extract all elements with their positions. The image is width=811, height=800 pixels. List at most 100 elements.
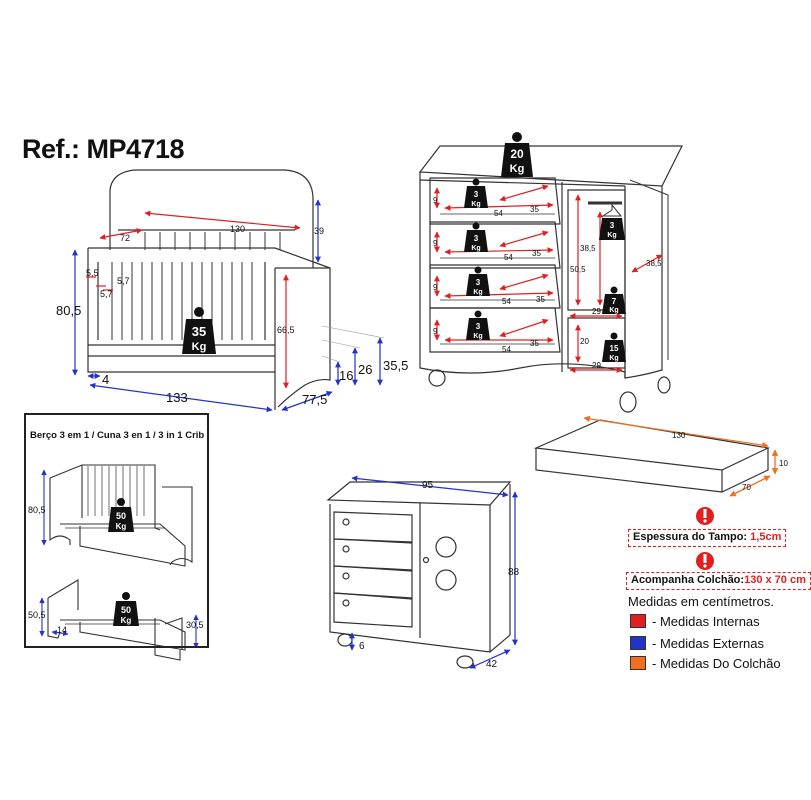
inset-title: Berço 3 em 1 / Cuna 3 en 1 / 3 in 1 Crib <box>30 430 205 441</box>
drawer-2-weight-icon: 3 Kg <box>464 222 488 252</box>
mattress-width: 70 <box>742 483 751 492</box>
mattress-included-note: Acompanha Colchão:130 x 70 cm <box>626 572 811 590</box>
mattress-labels: 130 70 10 <box>672 431 788 492</box>
legend-external: - Medidas Externas <box>630 636 764 654</box>
dresser-closed-drawing <box>326 481 512 669</box>
bed-weight-value: 50 <box>121 605 131 615</box>
drawer-4-depth: 35 <box>530 339 539 348</box>
cabinet-shelf-width-a: 29 <box>592 307 601 316</box>
drawer-3-weight-unit: Kg <box>473 289 482 296</box>
bottom-weight-icon: 15 Kg <box>602 332 626 362</box>
drawer-3-weight-value: 3 <box>476 278 481 287</box>
bed-leg: 14 <box>57 625 67 635</box>
drawer-2-weight-value: 3 <box>474 234 479 243</box>
crib-drawer-height: 16 <box>339 368 353 383</box>
bed-height-a: 50,5 <box>28 610 46 620</box>
crib-drawing <box>87 169 331 410</box>
daybed-weight-value: 50 <box>116 511 126 521</box>
daybed-drawing <box>49 464 193 567</box>
rod-weight-icon: 3 Kg <box>599 218 625 240</box>
crib-outer-length: 133 <box>166 390 188 405</box>
mattress-included-label: Acompanha Colchão: <box>631 574 745 586</box>
crib-inner-width: 72 <box>120 233 130 243</box>
crib-slat-gap-b: 5,7 <box>117 276 130 286</box>
reference-title: Ref.: MP4718 <box>22 134 185 164</box>
mattress-length: 130 <box>672 431 686 440</box>
legend-mattress-swatch <box>630 656 646 670</box>
legend-external-swatch <box>630 636 646 650</box>
mattress-drawing <box>533 419 770 493</box>
drawer-3-height: 9 <box>433 283 438 292</box>
closed-dresser-width: 95 <box>422 480 434 491</box>
crib-weight-value: 35 <box>192 324 206 339</box>
drawer-3-weight-icon: 3 Kg <box>466 266 490 296</box>
crib-slat-gap-c: 5,7 <box>100 289 113 299</box>
crib-dimension-labels: 130 72 39 5,5 5,7 5,7 66,5 80,5 4 133 77… <box>56 224 408 407</box>
closed-dresser-height: 88 <box>508 567 520 578</box>
drawer-1-weight-icon: 3 Kg <box>464 178 488 208</box>
cabinet-depth: 38,5 <box>646 259 662 268</box>
legend-internal-label: - Medidas Internas <box>652 614 760 629</box>
bottom-weight-unit: Kg <box>609 355 618 362</box>
bottom-weight-value: 15 <box>610 344 619 353</box>
drawer-1-weight-value: 3 <box>474 190 479 199</box>
legend-external-label: - Medidas Externas <box>652 636 764 651</box>
drawer-4-weight-value: 3 <box>476 322 481 331</box>
dresser-open-drawing <box>418 145 683 413</box>
drawer-1-weight-unit: Kg <box>471 201 480 208</box>
units-note: Medidas em centímetros. <box>628 594 774 609</box>
crib-base-offset: 4 <box>102 372 109 387</box>
dresser-top-weight-icon: 20 Kg <box>501 132 533 177</box>
crib-bed-height: 66,5 <box>277 325 295 335</box>
legend-mattress: - Medidas Do Colchão <box>630 656 781 674</box>
crib-headboard-height: 39 <box>314 226 324 236</box>
cabinet-hang-height: 38,5 <box>580 244 596 253</box>
shelf-weight-unit: Kg <box>609 307 618 314</box>
rod-weight-value: 3 <box>610 221 615 230</box>
drawer-4-weight-icon: 3 Kg <box>466 310 490 340</box>
closed-dresser-depth: 42 <box>486 659 498 670</box>
dresser-open-labels: 9 54 35 9 54 35 9 54 35 9 54 35 38,5 50,… <box>433 196 662 370</box>
drawer-3-width: 54 <box>502 297 511 306</box>
mattress-included-value: 130 x 70 cm <box>744 574 806 586</box>
top-weight-unit: Kg <box>510 163 525 175</box>
dresser-closed-labels: 95 88 42 6 <box>359 480 520 670</box>
drawer-1-depth: 35 <box>530 205 539 214</box>
drawer-2-weight-unit: Kg <box>471 245 480 252</box>
legend-internal: - Medidas Internas <box>630 614 760 632</box>
mattress-thickness: 10 <box>779 459 788 468</box>
drawer-4-weight-unit: Kg <box>473 333 482 340</box>
crib-level-a: 26 <box>358 362 372 377</box>
top-thickness-value: 1,5cm <box>750 531 782 543</box>
drawer-4-height: 9 <box>433 327 438 336</box>
warning-mattress-icon <box>696 552 714 570</box>
warning-top-icon <box>696 507 714 525</box>
bed-drawing <box>47 579 186 661</box>
crib-slat-gap-a: 5,5 <box>86 268 99 278</box>
crib-height: 80,5 <box>56 303 81 318</box>
inset-dimension-lines <box>39 469 199 649</box>
crib-dimension-lines <box>72 199 385 413</box>
drawer-4-width: 54 <box>502 345 511 354</box>
drawer-2-width: 54 <box>504 253 513 262</box>
cabinet-shelf-height: 20 <box>580 337 589 346</box>
inset-labels: 80,5 50,5 30,5 14 <box>28 505 204 635</box>
dresser-open-dimension-lines <box>434 184 663 373</box>
daybed-weight-unit: Kg <box>116 522 127 531</box>
crib-weight-unit: Kg <box>192 341 207 353</box>
mattress-dimension-lines <box>583 415 779 497</box>
drawer-3-depth: 35 <box>536 295 545 304</box>
shelf-weight-icon: 7 Kg <box>602 286 626 314</box>
crib-outer-width: 77,5 <box>302 392 327 407</box>
drawer-2-height: 9 <box>433 239 438 248</box>
rod-weight-unit: Kg <box>607 232 616 239</box>
bed-weight-unit: Kg <box>121 616 132 625</box>
shelf-weight-value: 7 <box>612 297 617 306</box>
top-thickness-note: Espessura do Tampo: 1,5cm <box>628 529 787 547</box>
legend-mattress-label: - Medidas Do Colchão <box>652 656 781 671</box>
legend-internal-swatch <box>630 614 646 628</box>
top-thickness-label: Espessura do Tampo: <box>633 531 748 543</box>
drawer-1-width: 54 <box>494 209 503 218</box>
crib-weight-icon: 35 Kg <box>182 307 216 354</box>
